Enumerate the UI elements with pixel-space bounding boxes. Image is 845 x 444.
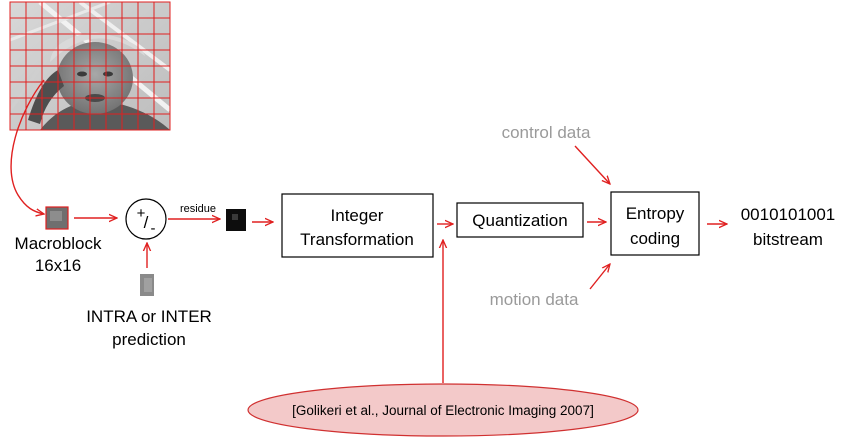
macroblock-selection-arrow (10, 79, 44, 214)
transform-label-line2: Transformation (300, 230, 414, 249)
entropy-label-line1: Entropy (626, 204, 685, 223)
video-frame-image (9, 1, 171, 131)
citation-ellipse (247, 383, 639, 437)
summation-node: + / - (125, 198, 167, 240)
quantization-box (456, 202, 584, 238)
sum-minus-sign: - (151, 220, 156, 237)
entropy-label-line2: coding (630, 229, 680, 248)
quantization-label: Quantization (472, 211, 567, 230)
prediction-label-line1: INTRA or INTER (86, 307, 212, 326)
arrow-motion-data-to-entropy (589, 264, 610, 290)
prediction-label-line2: prediction (112, 330, 186, 349)
residue-image (226, 209, 246, 231)
transform-label-line1: Integer (331, 206, 384, 225)
macroblock-label: Macroblock (15, 234, 102, 253)
residue-label: residue (180, 203, 216, 215)
sum-plus-sign: + (137, 205, 146, 222)
motion-data-label: motion data (490, 290, 579, 309)
arrow-control-data-to-entropy (574, 145, 610, 184)
citation-text: [Golikeri et al., Journal of Electronic … (292, 403, 594, 418)
integer-transformation-box (281, 193, 434, 258)
entropy-coding-box (610, 191, 700, 256)
control-data-label: control data (502, 123, 591, 142)
macroblock-size-label: 16x16 (35, 256, 81, 275)
bitstream-bits-label: 0010101001 (741, 205, 836, 224)
prediction-block-image (140, 274, 154, 296)
sum-slash-sign: / (144, 213, 149, 232)
macroblock-image (45, 206, 69, 230)
bitstream-label: bitstream (753, 230, 823, 249)
